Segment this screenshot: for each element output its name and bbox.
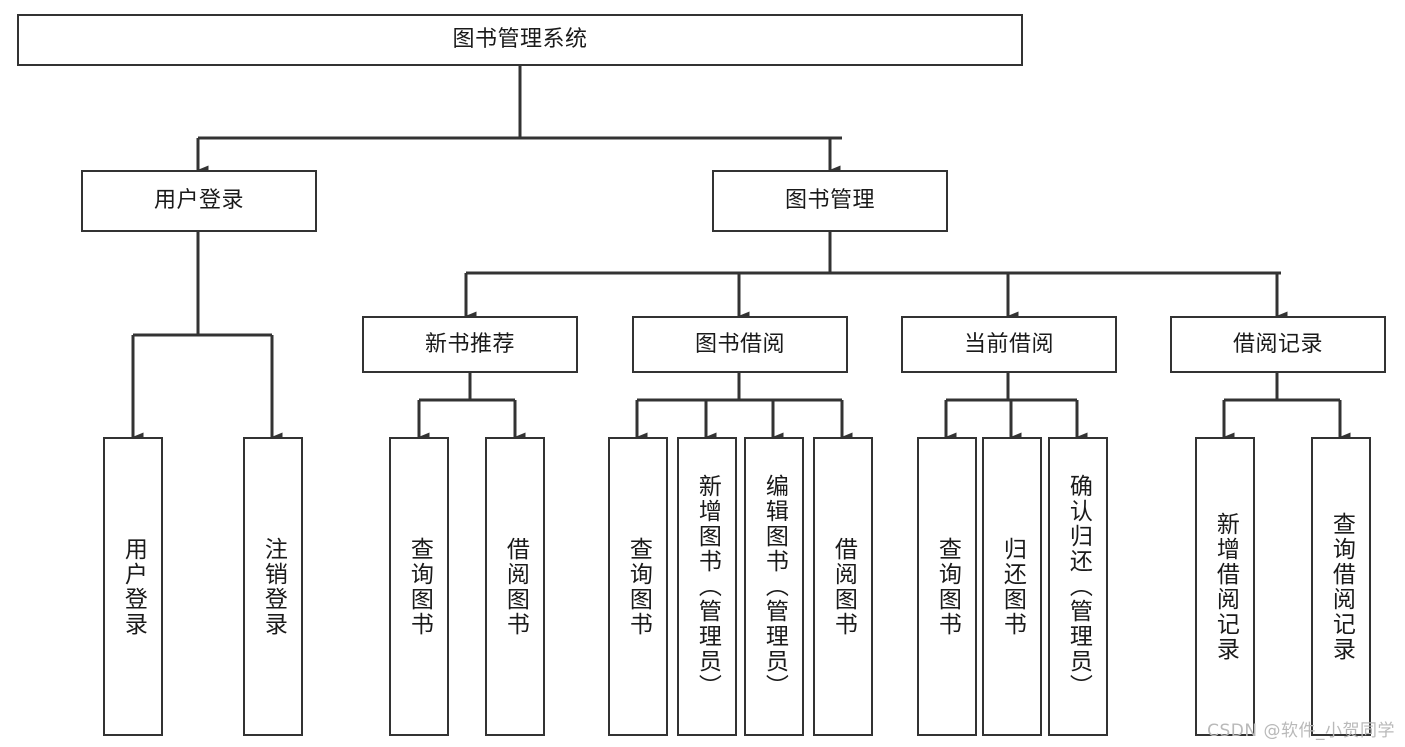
node-label: 借阅图书 (830, 536, 857, 637)
node-new-book-recommend[interactable]: 新书推荐 (362, 316, 578, 373)
node-label: 查询图书 (625, 536, 652, 637)
node-label: 图书管理系统 (452, 27, 588, 53)
node-label: 借阅记录 (1232, 331, 1323, 357)
node-user-login[interactable]: 用户登录 (81, 170, 317, 232)
node-label: 注销登录 (260, 536, 287, 637)
node-label: 查询图书 (934, 536, 961, 637)
node-label: 归还图书 (999, 536, 1026, 637)
node-label: 确认归还（管理员） (1065, 474, 1092, 699)
node-label: 借阅图书 (502, 536, 529, 637)
node-root-book-management-system[interactable]: 图书管理系统 (17, 14, 1023, 66)
node-label: 用户登录 (120, 536, 147, 637)
node-label: 查询借阅记录 (1328, 511, 1355, 662)
leaf-query-book-recommend[interactable]: 查询图书 (389, 437, 449, 736)
node-label: 查询图书 (406, 536, 433, 637)
leaf-query-book-current[interactable]: 查询图书 (917, 437, 977, 736)
node-borrow-record[interactable]: 借阅记录 (1170, 316, 1386, 373)
leaf-logout-login[interactable]: 注销登录 (243, 437, 303, 736)
node-label: 新增借阅记录 (1212, 511, 1239, 662)
node-book-management[interactable]: 图书管理 (712, 170, 948, 232)
leaf-edit-book-admin[interactable]: 编辑图书（管理员） (744, 437, 804, 736)
node-label: 用户登录 (153, 188, 244, 214)
leaf-query-borrow-record[interactable]: 查询借阅记录 (1311, 437, 1371, 736)
node-current-borrow[interactable]: 当前借阅 (901, 316, 1117, 373)
node-book-borrow[interactable]: 图书借阅 (632, 316, 848, 373)
leaf-user-login[interactable]: 用户登录 (103, 437, 163, 736)
leaf-return-book[interactable]: 归还图书 (982, 437, 1042, 736)
leaf-confirm-return-admin[interactable]: 确认归还（管理员） (1048, 437, 1108, 736)
node-label: 编辑图书（管理员） (761, 474, 788, 699)
node-label: 图书借阅 (694, 331, 785, 357)
node-label: 新书推荐 (424, 331, 515, 357)
node-label: 图书管理 (784, 188, 875, 214)
leaf-query-book-borrow[interactable]: 查询图书 (608, 437, 668, 736)
node-label: 新增图书（管理员） (694, 474, 721, 699)
leaf-add-book-admin[interactable]: 新增图书（管理员） (677, 437, 737, 736)
leaf-borrow-book[interactable]: 借阅图书 (813, 437, 873, 736)
leaf-borrow-book-recommend[interactable]: 借阅图书 (485, 437, 545, 736)
node-label: 当前借阅 (963, 331, 1054, 357)
csdn-watermark: CSDN @软件_小贺同学 (1207, 721, 1395, 741)
leaf-add-borrow-record[interactable]: 新增借阅记录 (1195, 437, 1255, 736)
